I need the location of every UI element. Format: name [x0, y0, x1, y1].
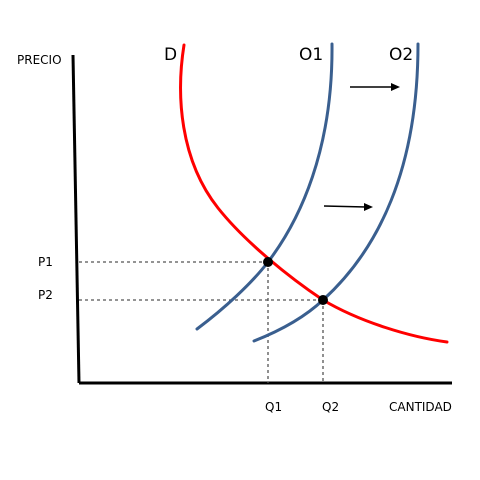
supply-curve-o2	[252, 42, 420, 343]
y-axis	[71, 54, 81, 384]
demand-label: D	[164, 45, 177, 65]
equilibrium-point-1	[263, 257, 273, 267]
shift-arrow-icon	[323, 203, 373, 211]
supply-curve-o1	[195, 42, 334, 331]
equilibrium-point-2	[318, 295, 328, 305]
demand-curve	[179, 43, 449, 344]
quantity2-label: Q2	[322, 400, 339, 414]
x-axis-label: CANTIDAD	[389, 400, 452, 414]
price2-label: P2	[38, 288, 53, 302]
quantity1-label: Q1	[265, 400, 282, 414]
price1-label: P1	[38, 255, 53, 269]
supply2-label: O2	[389, 45, 413, 65]
supply1-label: O1	[299, 45, 323, 65]
shift-arrow-icon	[350, 83, 400, 91]
y-axis-label: PRECIO	[17, 53, 62, 67]
